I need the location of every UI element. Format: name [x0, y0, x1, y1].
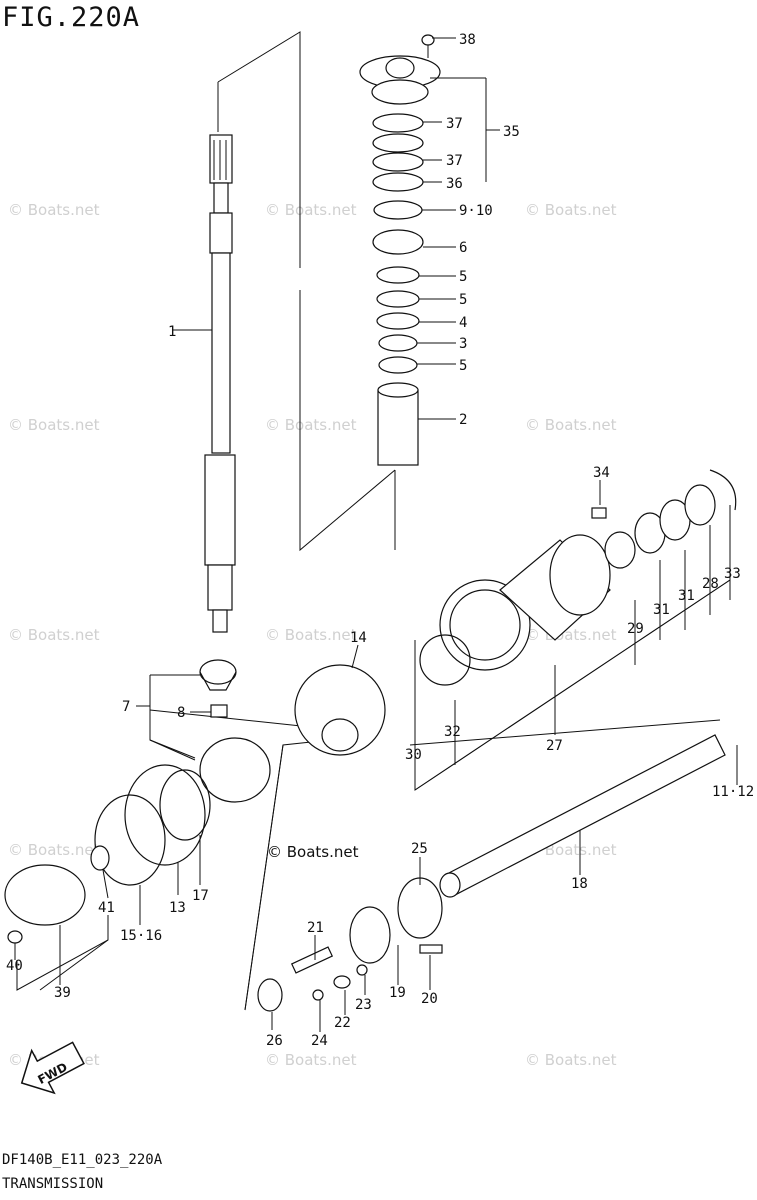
callout: 28 — [702, 576, 719, 592]
callout: 6 — [459, 240, 467, 256]
callout: 39 — [54, 985, 71, 1001]
callout: 5 — [459, 292, 467, 308]
callout: 2 — [459, 412, 467, 428]
callout: 22 — [334, 1015, 351, 1031]
propeller-shaft — [439, 734, 726, 898]
callout: 7 — [122, 699, 130, 715]
callout: 9·10 — [459, 203, 493, 219]
callout: 24 — [311, 1033, 328, 1049]
callout: 41 — [98, 900, 115, 916]
watermark: © Boats.net — [525, 626, 617, 644]
callout: 3 — [459, 336, 467, 352]
bracket-lines — [16, 31, 731, 1011]
callout: 11·12 — [712, 784, 754, 800]
callout: 32 — [444, 724, 461, 740]
drawing-code: DF140B_E11_023_220A — [2, 1152, 163, 1168]
callout: 17 — [192, 888, 209, 904]
watermark: © Boats.net — [265, 416, 357, 434]
callout: 31 — [653, 602, 670, 618]
callout: 30 — [405, 747, 422, 763]
callout: 19 — [389, 985, 406, 1001]
callout: 27 — [546, 738, 563, 754]
watermark: © Boats.net — [525, 1051, 617, 1069]
upper-stack — [359, 34, 441, 550]
callout: 35 — [503, 124, 520, 140]
callout: 37 — [446, 153, 463, 169]
callout: 25 — [411, 841, 428, 857]
front-bearing-group — [4, 764, 211, 944]
callout: 21 — [307, 920, 324, 936]
callout: 14 — [350, 630, 367, 646]
diagram-subtitle: TRANSMISSION — [2, 1176, 104, 1192]
callout: 36 — [446, 176, 463, 192]
callout: 33 — [724, 566, 741, 582]
callout: 5 — [459, 269, 467, 285]
callout-labels: 38 37 35 37 36 9·10 6 5 5 4 3 5 2 1 34 3… — [6, 32, 754, 1049]
gear-assembly — [199, 659, 386, 803]
callout: 38 — [459, 32, 476, 48]
callout: 15·16 — [120, 928, 162, 944]
callout: 37 — [446, 116, 463, 132]
callout: 40 — [6, 958, 23, 974]
watermark: © Boats.net — [525, 416, 617, 434]
callout: 1 — [168, 324, 176, 340]
callout: 23 — [355, 997, 372, 1013]
watermark: © Boats.net — [8, 841, 100, 859]
callout: 34 — [593, 465, 610, 481]
bearing-housing — [419, 469, 737, 686]
callout: 8 — [177, 705, 185, 721]
watermark-center: © Boats.net — [267, 843, 359, 861]
watermark: © Boats.net — [8, 626, 100, 644]
callout: 5 — [459, 358, 467, 374]
driveshaft — [172, 134, 236, 633]
callout: 26 — [266, 1033, 283, 1049]
watermark: © Boats.net — [525, 201, 617, 219]
watermark: © Boats.net — [8, 416, 100, 434]
watermark: © Boats.net — [265, 1051, 357, 1069]
callout: 20 — [421, 991, 438, 1007]
callout: 4 — [459, 315, 467, 331]
watermark: © Boats.net — [8, 201, 100, 219]
callout: 18 — [571, 876, 588, 892]
watermark: © Boats.net — [265, 626, 357, 644]
callout: 13 — [169, 900, 186, 916]
figure-title: FIG.220A — [2, 2, 141, 33]
watermark: © Boats.net — [265, 201, 357, 219]
clutch-dog-group — [257, 877, 443, 1012]
callout: 31 — [678, 588, 695, 604]
callout: 29 — [627, 621, 644, 637]
leader-lines — [14, 37, 738, 1032]
